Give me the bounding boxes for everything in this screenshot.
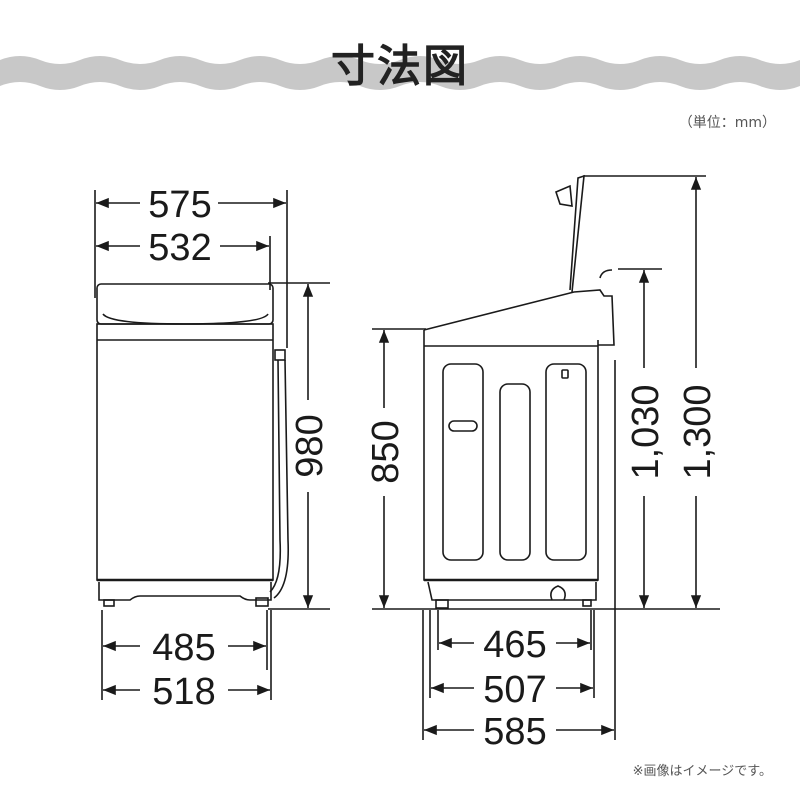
dim-front-width-518: 518 [152,671,215,713]
dim-side-height-1030: 1,030 [625,384,667,479]
dim-front-height-980: 980 [289,414,331,477]
dim-side-height-1300: 1,300 [677,384,719,479]
dim-side-depth-585: 585 [483,711,546,753]
dim-side-height-850: 850 [365,420,407,483]
side-view-washer [423,174,615,609]
front-view-washer [96,283,290,607]
unit-label: （単位：mm） [678,115,776,131]
page-title: 寸法図 [331,41,469,92]
dim-side-depth-465: 465 [483,624,546,666]
dim-front-width-485: 485 [152,627,215,669]
dim-side-depth-507: 507 [483,669,546,711]
dim-front-width-532: 532 [148,227,211,269]
dim-front-width-575: 575 [148,184,211,226]
wavy-banner [0,48,800,98]
image-disclaimer: ※画像はイメージです。 [632,764,772,779]
